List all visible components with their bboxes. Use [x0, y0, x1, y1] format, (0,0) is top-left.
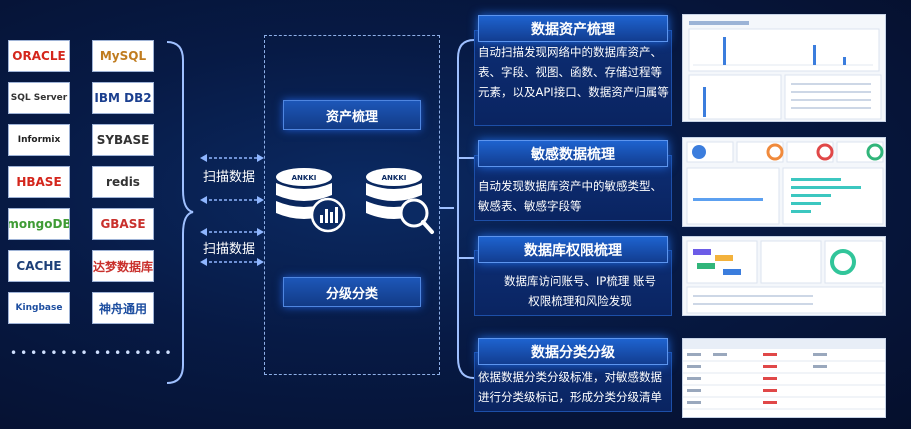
asset-sorting-button[interactable]: 资产梳理 — [283, 100, 421, 130]
panel-title-sensitive: 敏感数据梳理 — [478, 140, 668, 167]
mysql-logo: MySQL — [92, 40, 154, 72]
sensitive-screenshot — [682, 137, 886, 227]
hbase-logo-text: HBASE — [16, 175, 62, 189]
left-brace — [166, 41, 194, 384]
gbase-logo-text: GBASE — [100, 217, 146, 231]
redis-logo-text: redis — [106, 175, 140, 189]
classification-button[interactable]: 分级分类 — [283, 277, 421, 307]
sybase-logo: SYBASE — [92, 124, 154, 156]
shentong-logo: 神舟通用 — [92, 292, 154, 324]
permission-screenshot — [682, 236, 886, 316]
sybase-logo-text: SYBASE — [96, 133, 150, 147]
database-chart-icon: ANKKI — [276, 168, 346, 233]
scan-arrows-top — [200, 154, 264, 204]
kingbase-logo-text: Kingbase — [15, 303, 63, 313]
dameng-logo: 达梦数据库 — [92, 250, 154, 282]
mongodb-logo-text: mongoDB — [8, 217, 70, 231]
scan-arrows-bottom — [200, 228, 264, 266]
shentong-logo-text: 神舟通用 — [98, 301, 147, 316]
panel-title-asset: 数据资产梳理 — [478, 15, 668, 42]
panel-title-permission: 数据库权限梳理 — [478, 236, 668, 263]
panel-title-classify: 数据分类分级 — [478, 338, 668, 365]
panel-desc-sensitive: 自动发现数据库资产中的敏感类型、敏感表、敏感字段等 — [478, 179, 662, 213]
informix-logo-text: Informix — [17, 135, 61, 145]
scan-data-label-2: 扫描数据 — [203, 242, 256, 257]
hbase-logo: HBASE — [8, 166, 70, 198]
panel-desc-asset: 自动扫描发现网络中的数据库资产、表、字段、视图、函数、存储过程等元素，以及API… — [478, 45, 669, 99]
gbase-logo: GBASE — [92, 208, 154, 240]
engine-box — [264, 35, 440, 375]
database-search-icon: ANKKI — [366, 168, 434, 234]
more-dots-left: •••••••• — [10, 346, 91, 360]
mongodb-logo: mongoDB — [8, 208, 70, 240]
panel-desc-classify: 依据数据分类分级标准，对敏感数据进行分类级标记，形成分类分级清单 — [478, 370, 662, 404]
cache-logo-text: CACHE — [16, 259, 62, 273]
right-connector — [440, 39, 475, 379]
db2-logo-text: IBM DB2 — [94, 91, 152, 105]
sqlserver-logo: SQL Server — [8, 82, 70, 114]
panel-asset-bg — [474, 30, 672, 126]
db2-logo: IBM DB2 — [92, 82, 154, 114]
dameng-logo-text: 达梦数据库 — [93, 259, 154, 274]
panel-desc-permission: 数据库访问账号、IP梳理 账号权限梳理和风险发现 — [504, 274, 656, 308]
scan-data-label-1: 扫描数据 — [203, 170, 256, 185]
kingbase-logo: Kingbase — [8, 292, 70, 324]
asset-screenshot — [682, 14, 886, 122]
cylinder-label-2: ANKKI — [382, 174, 407, 182]
oracle-logo: ORACLE — [8, 40, 70, 72]
mysql-logo-text: MySQL — [99, 49, 147, 63]
oracle-logo-text: ORACLE — [12, 49, 66, 63]
informix-logo: Informix — [8, 124, 70, 156]
sqlserver-logo-text: SQL Server — [10, 93, 68, 103]
redis-logo: redis — [92, 166, 154, 198]
cylinder-label-1: ANKKI — [292, 174, 317, 182]
more-dots-right: •••••••• — [94, 346, 175, 360]
classify-screenshot — [682, 338, 886, 418]
cache-logo: CACHE — [8, 250, 70, 282]
